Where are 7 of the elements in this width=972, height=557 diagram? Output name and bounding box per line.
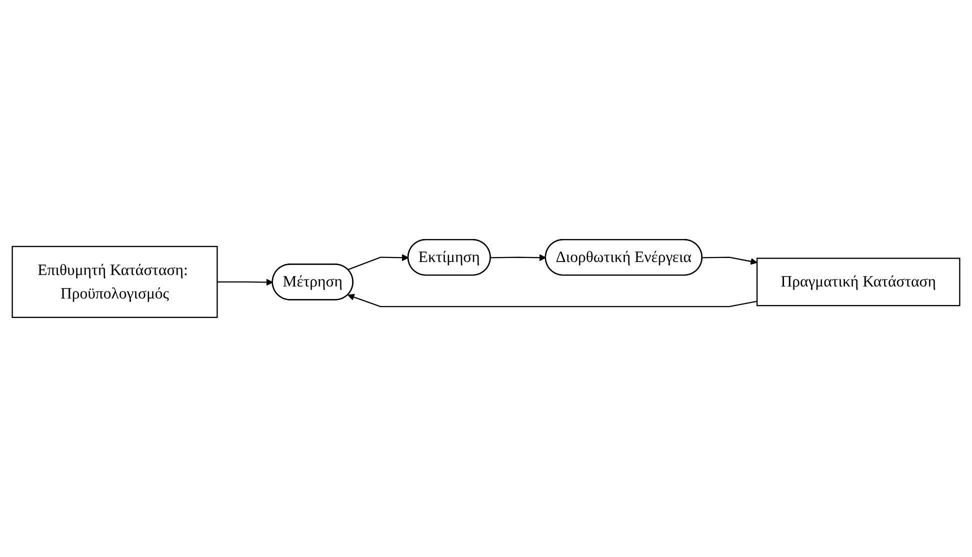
arrow <box>490 254 546 262</box>
arrow <box>348 294 758 308</box>
arrow <box>217 278 274 286</box>
arrow <box>702 256 758 265</box>
node-box: Πραγματική Κατάσταση <box>756 258 960 306</box>
node-box: Επιθυμητή Κατάσταση: Προϋπολογισμός <box>12 246 218 318</box>
arrow <box>348 254 409 270</box>
